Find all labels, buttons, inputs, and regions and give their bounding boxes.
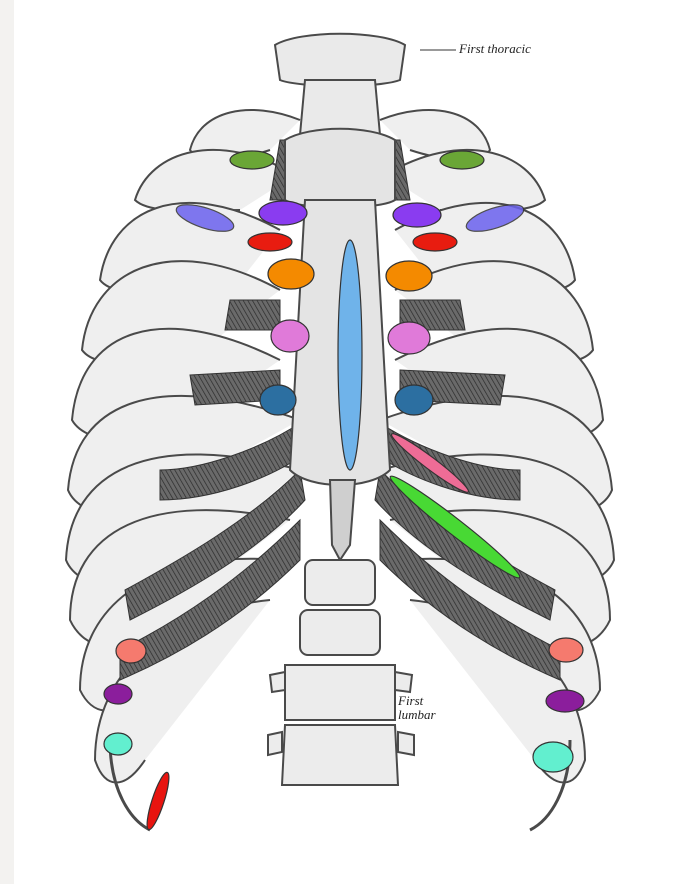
marker-green-left (230, 151, 274, 169)
marker-aqua-left (104, 733, 132, 755)
marker-orange-right (386, 261, 432, 291)
marker-violet-left (259, 201, 307, 225)
marker-orchid-right (388, 322, 430, 354)
marker-aqua-right (533, 742, 573, 772)
first-lumbar-line2: lumbar (398, 708, 436, 722)
marker-purple-right (546, 690, 584, 712)
lumbar-spine (268, 560, 414, 785)
marker-salmon-left (116, 639, 146, 663)
marker-orange-left (268, 259, 314, 289)
first-lumbar-label: First lumbar (398, 694, 436, 722)
marker-purple-left (104, 684, 132, 704)
marker-salmon-right (549, 638, 583, 662)
marker-red-right (413, 233, 457, 251)
marker-sternum (338, 240, 362, 470)
marker-red-left (248, 233, 292, 251)
marker-orchid-left (271, 320, 309, 352)
cartilage-left-upper (225, 300, 280, 330)
marker-crimson-left (143, 771, 173, 832)
marker-steelblue-left (260, 385, 296, 415)
marker-green-right (440, 151, 484, 169)
first-lumbar-line1: First (398, 694, 436, 708)
marker-steelblue-right (395, 385, 433, 415)
first-thoracic-label: First thoracic (459, 42, 531, 56)
marker-violet-right (393, 203, 441, 227)
